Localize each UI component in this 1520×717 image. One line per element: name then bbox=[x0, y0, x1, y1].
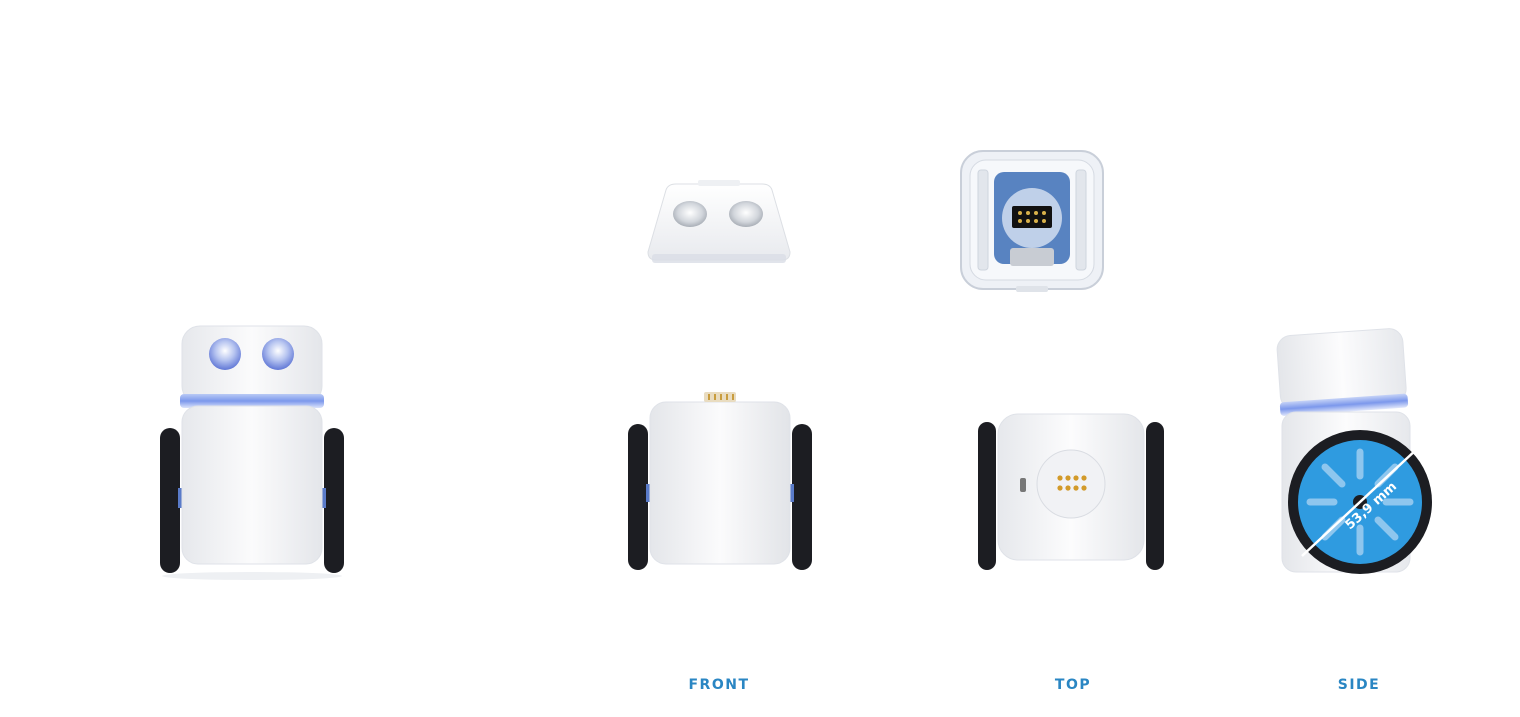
robot-perspective-view bbox=[160, 325, 344, 580]
pin-connector bbox=[1012, 206, 1052, 228]
wheel-diameter-label: 53,9 mm bbox=[1343, 479, 1400, 533]
front-view-label: FRONT bbox=[688, 677, 750, 693]
robot-side-view bbox=[1276, 328, 1432, 574]
right-wheel bbox=[792, 424, 812, 570]
usb-port bbox=[1020, 478, 1026, 492]
charging-port bbox=[1036, 449, 1106, 519]
side-view-label: SIDE bbox=[1337, 677, 1381, 693]
diameter-annotation: 53,9 mm bbox=[1343, 479, 1400, 533]
right-eye bbox=[262, 338, 294, 370]
right-wheel bbox=[1146, 422, 1164, 570]
head-module-front bbox=[647, 180, 791, 263]
left-wheel bbox=[160, 428, 180, 573]
left-wheel bbox=[628, 424, 648, 570]
left-wheel bbox=[978, 422, 996, 570]
left-eye bbox=[209, 338, 241, 370]
robot-front-view bbox=[628, 392, 812, 570]
top-view-label: TOP bbox=[1054, 677, 1092, 693]
right-wheel bbox=[324, 428, 344, 573]
diameter-line bbox=[1301, 447, 1419, 557]
transparent-top-module bbox=[960, 150, 1104, 292]
robot-top-view bbox=[978, 413, 1164, 570]
